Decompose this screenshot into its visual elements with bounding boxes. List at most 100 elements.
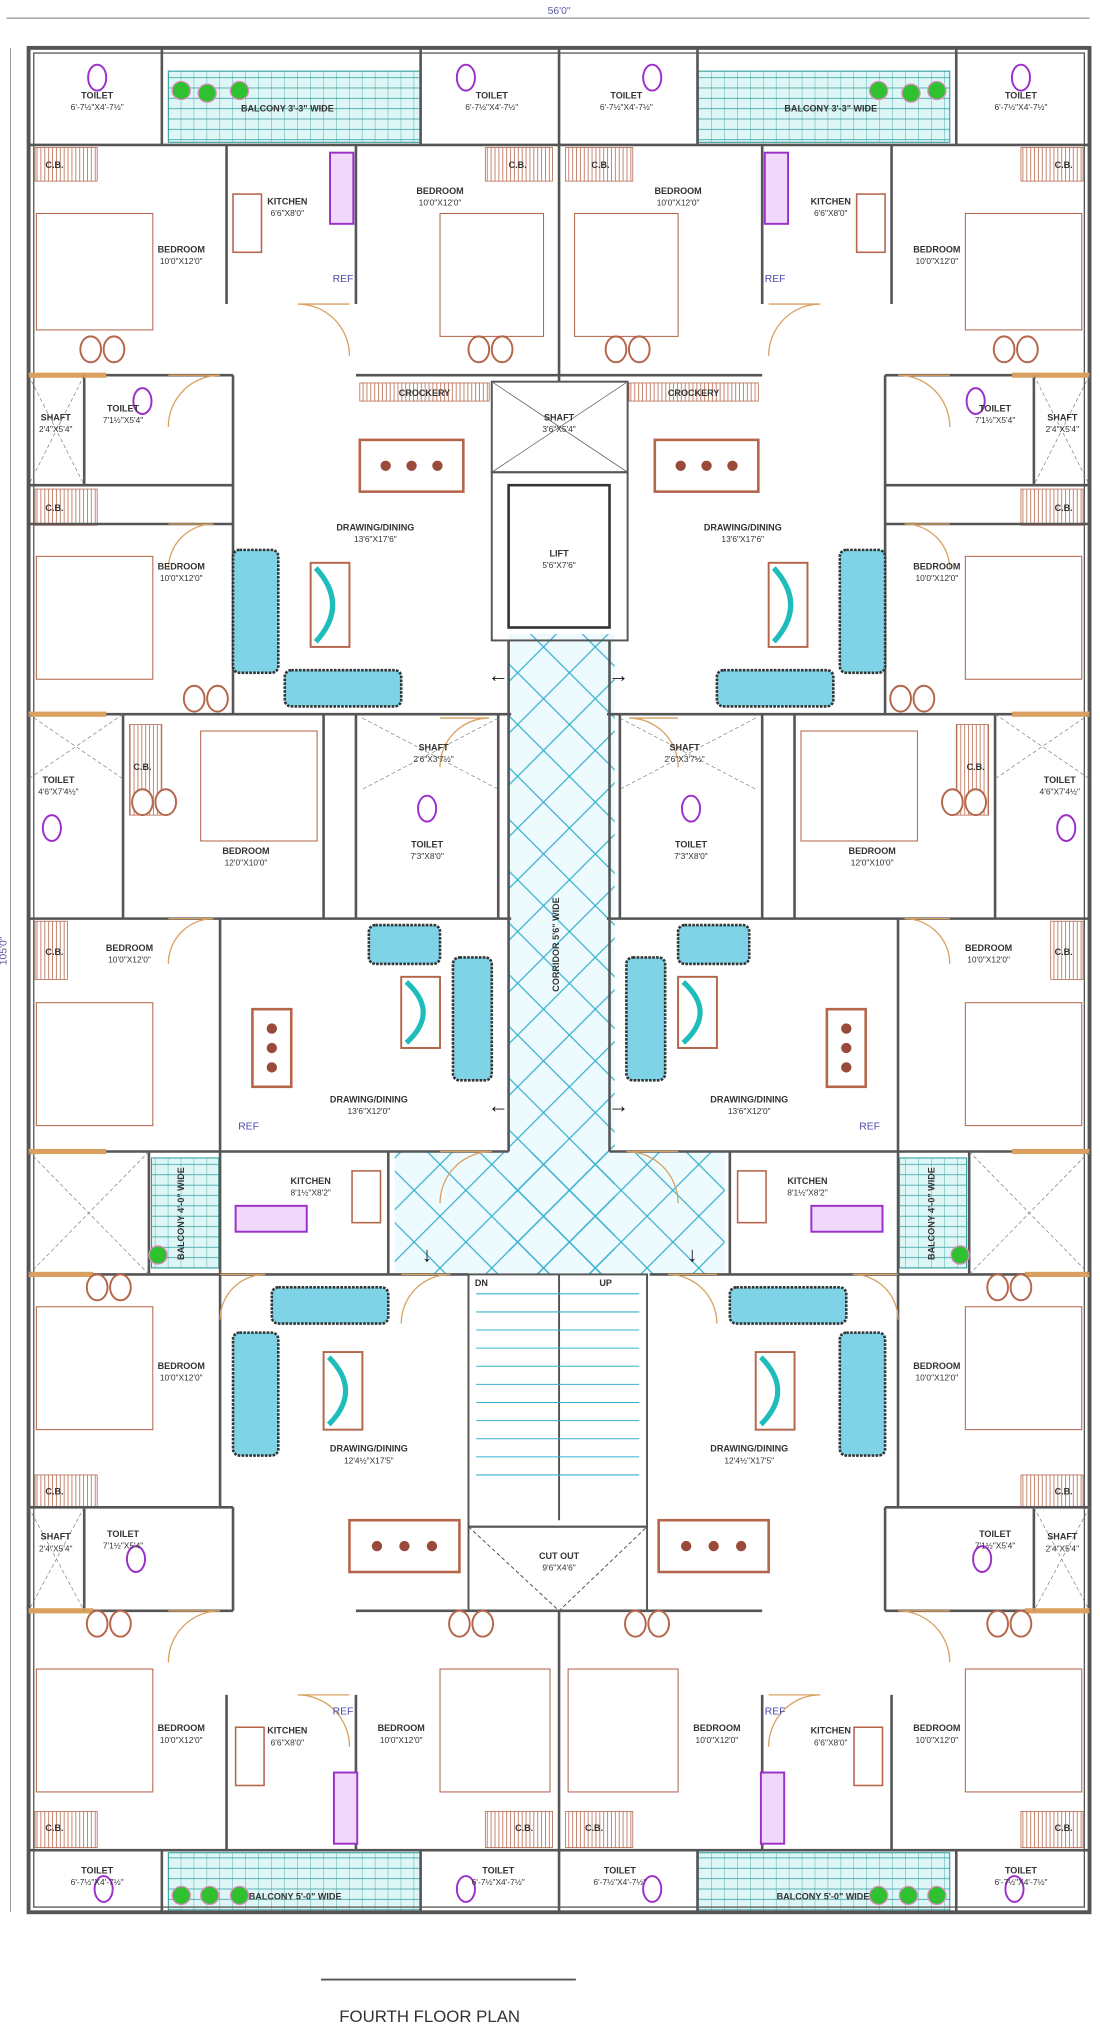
room-name: C.B. — [585, 1823, 603, 1833]
armchair-icon — [131, 788, 154, 817]
room-name: C.B. — [45, 1486, 63, 1496]
plant-icon — [200, 1885, 220, 1906]
room-label-right: C.B. — [591, 160, 609, 170]
plate-icon — [735, 1540, 747, 1552]
plate-icon — [371, 1540, 383, 1552]
wc-icon — [642, 63, 663, 92]
corridor-label: CORRIDOR 5'6" WIDE — [551, 897, 561, 991]
room-dimensions: 4'6"X7'4½" — [38, 786, 78, 796]
room-label-right: CROCKERY — [668, 388, 719, 398]
bed-icon — [964, 555, 1083, 680]
artwork-icon — [681, 980, 703, 1045]
armchair-icon — [1009, 1609, 1033, 1638]
plant-icon — [197, 83, 217, 103]
room-label-right: BEDROOM 10'0"X12'0" — [965, 943, 1012, 965]
room-label-left: C.B. — [133, 762, 151, 772]
room-name: TOILET — [979, 1529, 1011, 1539]
entry-arrow-icon: ← — [488, 664, 509, 687]
window — [1011, 1148, 1090, 1155]
room-name: C.B. — [1055, 503, 1073, 513]
dining-table-icon — [251, 1007, 293, 1089]
room-name: TOILET — [1005, 1865, 1037, 1875]
sofa-icon — [625, 956, 667, 1082]
room-name: TOILET — [675, 839, 707, 849]
core-label: DN — [475, 1278, 488, 1288]
room-dimensions: 10'0"X12'0" — [967, 955, 1010, 965]
entry-arrow-icon: ← — [488, 1095, 509, 1118]
plate-icon — [266, 1042, 278, 1054]
room-dimensions: 2'4"X5'4" — [1046, 424, 1079, 434]
cupboard — [1020, 1474, 1084, 1508]
sofa-icon — [715, 668, 835, 708]
room-label-left: REF — [333, 274, 354, 285]
cupboard — [565, 1810, 634, 1848]
room-name: C.B. — [515, 1823, 533, 1833]
sofa-icon — [728, 1286, 848, 1325]
bed-icon — [964, 212, 1083, 331]
room-name: BALCONY 3'-3" WIDE — [241, 103, 334, 113]
room-dimensions: 7'1½"X5'4" — [975, 1541, 1015, 1551]
room-name: REF — [765, 1706, 786, 1717]
room-dimensions: 12'4½"X17'5" — [724, 1455, 774, 1465]
door-swing — [898, 1610, 951, 1663]
kitchen-sink-icon — [329, 151, 355, 225]
shaft-cross-icon — [28, 713, 124, 780]
cupboard — [34, 920, 68, 980]
overall-depth-text: 105'0" — [0, 936, 10, 965]
bed-icon — [964, 1668, 1083, 1793]
plate-icon — [708, 1540, 719, 1552]
door-swing — [167, 1610, 221, 1663]
cupboard — [484, 1810, 553, 1848]
room-name: TOILET — [107, 1529, 139, 1539]
cupboard — [34, 147, 98, 182]
bed-icon — [964, 1002, 1083, 1127]
entry-arrow-icon: → — [608, 664, 629, 687]
room-label-right: TOILET 7'3"X8'0" — [674, 839, 707, 861]
room-name: REF — [333, 1706, 354, 1717]
room-label-right: TOILET 7'1½"X5'4" — [975, 1529, 1015, 1551]
room-name: BEDROOM — [913, 561, 960, 571]
plate-icon — [727, 460, 738, 471]
room-name: BEDROOM — [378, 1723, 425, 1733]
room-dimensions: 7'3"X8'0" — [674, 851, 707, 861]
room-dimensions: 4'6"X7'4½" — [1040, 786, 1080, 796]
plant-icon — [927, 80, 947, 101]
room-name: BEDROOM — [965, 943, 1012, 953]
room-label-right: BALCONY 3'-3" WIDE — [784, 103, 877, 113]
shaft-cross-icon — [968, 1151, 1090, 1275]
balcony-floor — [696, 70, 951, 143]
door-swing — [852, 1273, 899, 1320]
cupboard — [484, 147, 553, 182]
room-label-left: C.B. — [515, 1823, 533, 1833]
plant-icon — [229, 1885, 250, 1906]
overall-width-text: 56'0" — [548, 6, 571, 17]
sofa-icon — [231, 548, 280, 675]
room-name: DRAWING/DINING — [704, 522, 782, 532]
entry-arrow-icon: ↓ — [687, 1243, 697, 1266]
sofa-icon — [231, 1331, 280, 1457]
lift-shaft — [490, 471, 629, 642]
bed-icon — [567, 1668, 679, 1793]
wc-icon — [642, 1875, 663, 1903]
sofa-icon — [676, 923, 751, 966]
room-dimensions: 10'0"X12'0" — [160, 1373, 203, 1383]
artwork-icon — [771, 566, 794, 644]
room-name: TOILET — [107, 403, 139, 413]
room-dimensions: 10'0"X12'0" — [915, 1373, 958, 1383]
door-swing — [628, 717, 679, 768]
